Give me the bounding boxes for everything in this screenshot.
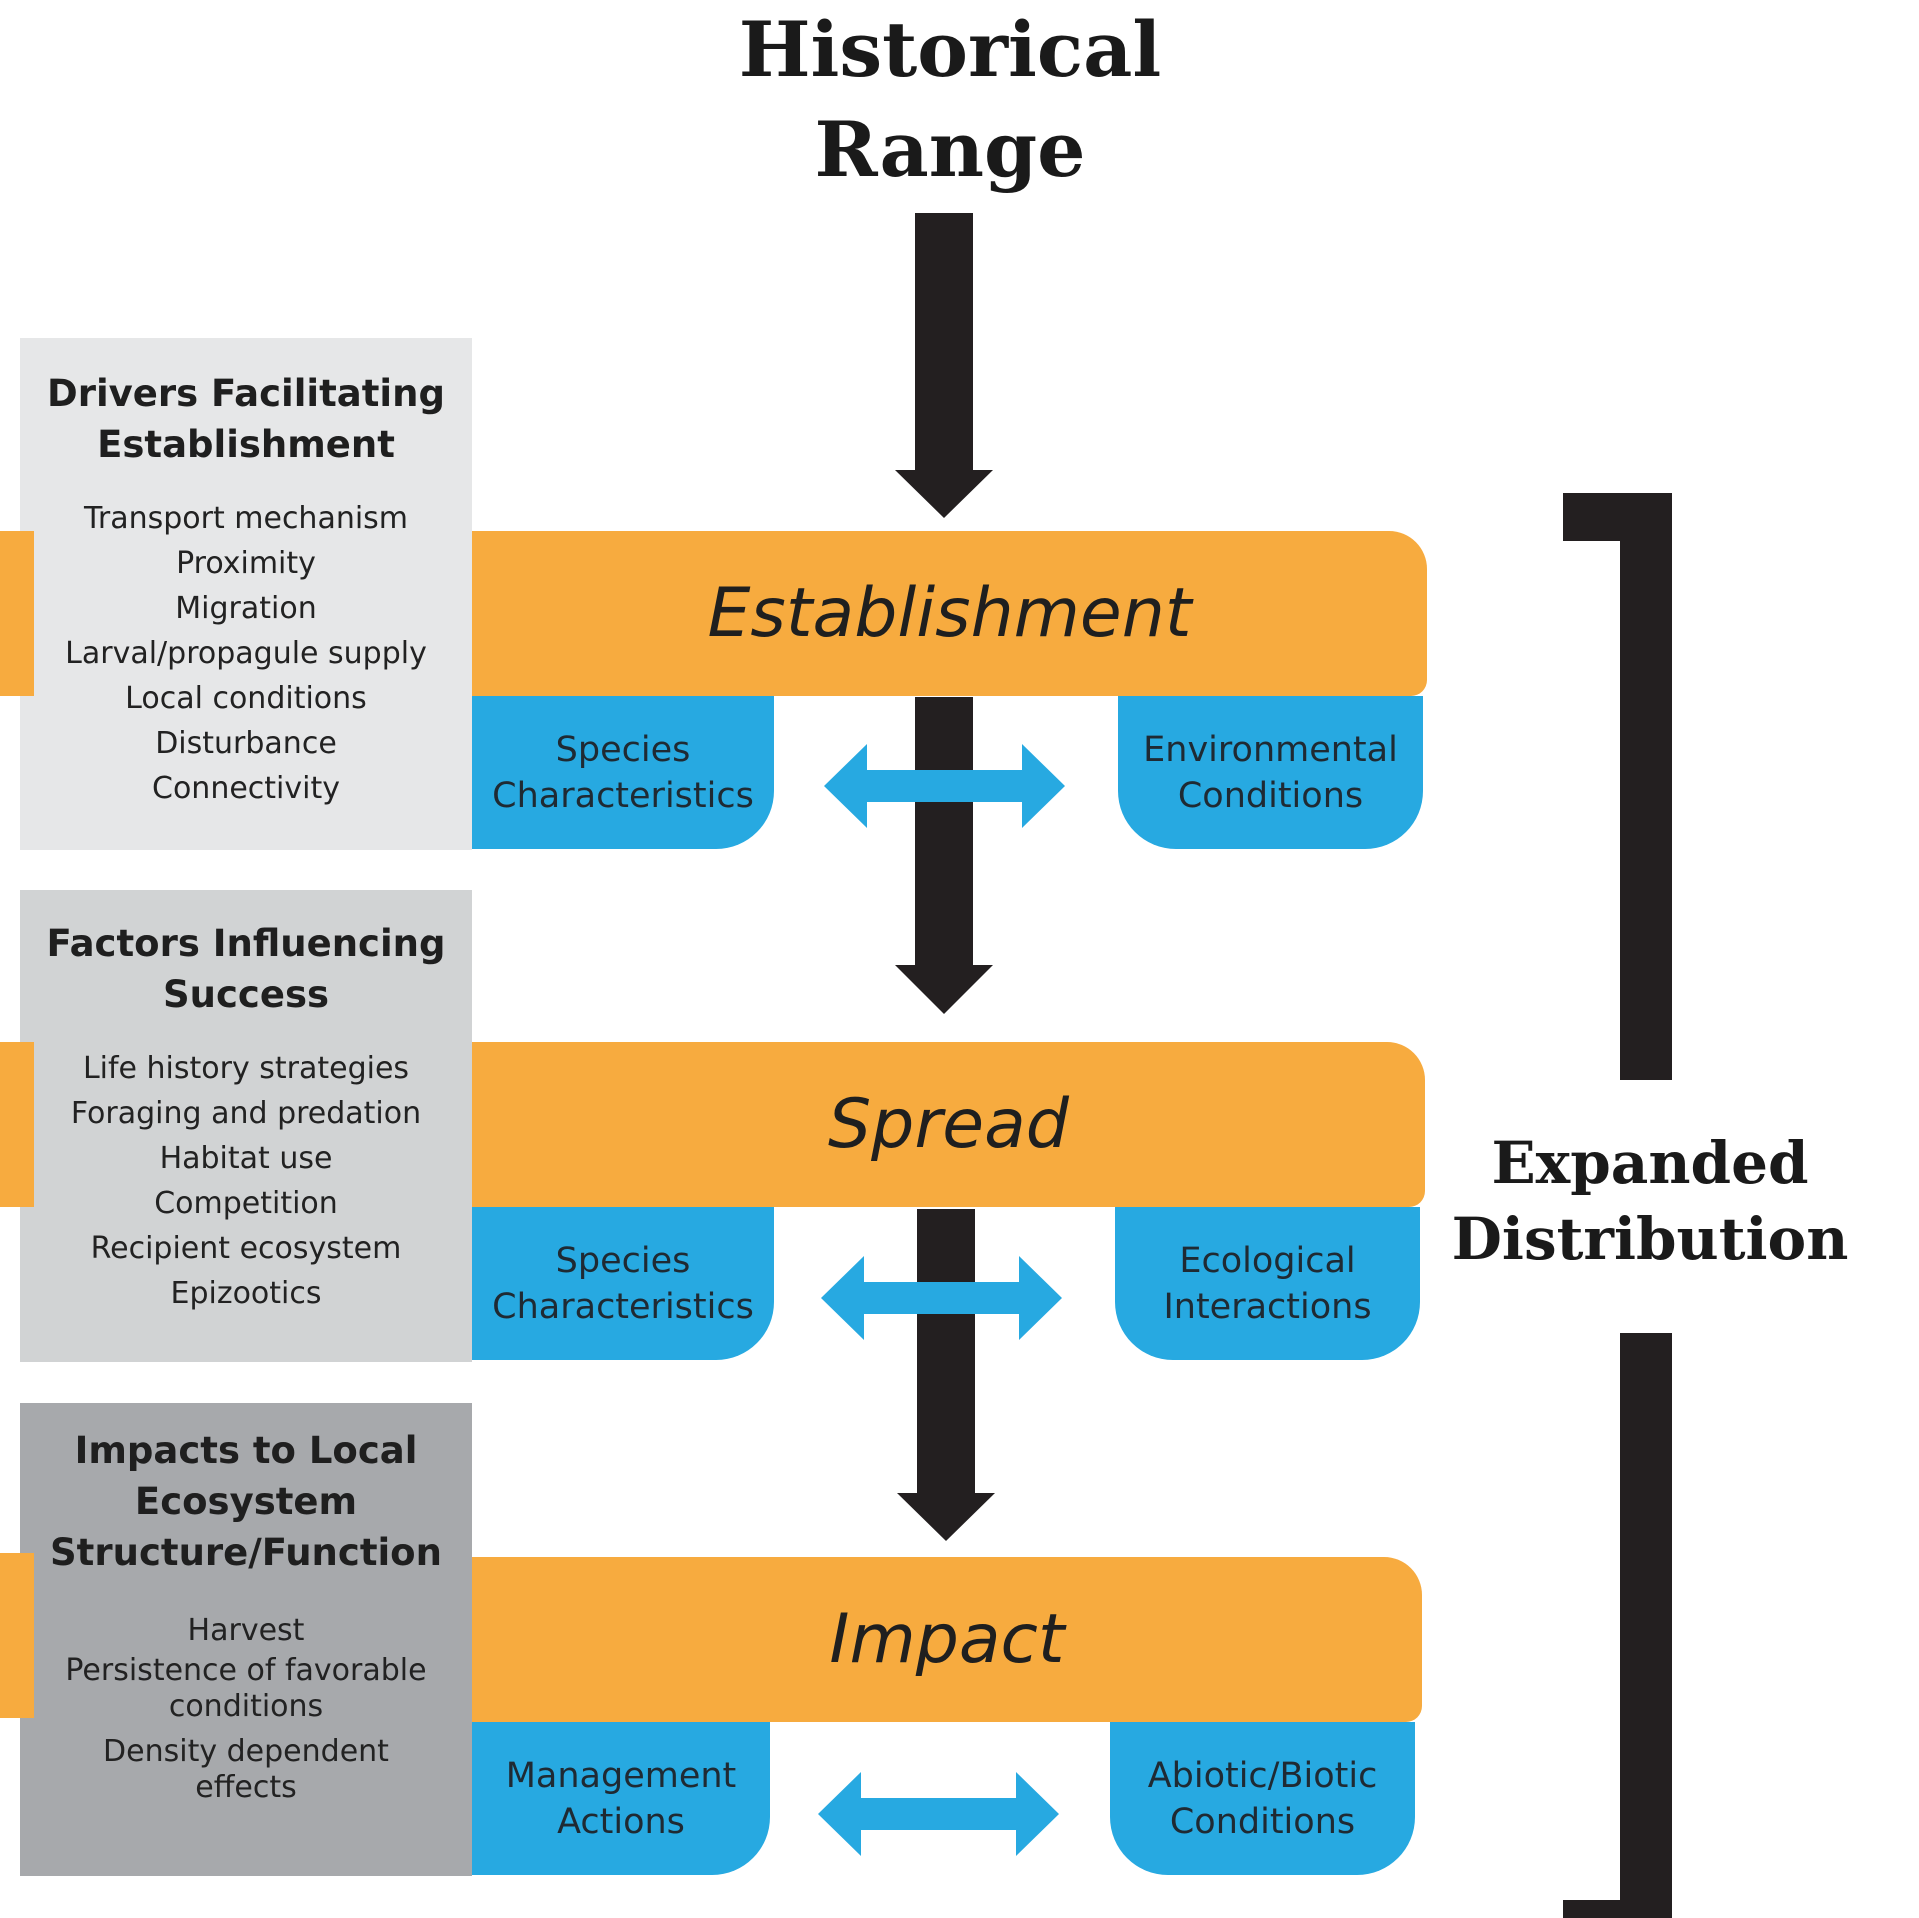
box-line: Management <box>505 1755 737 1796</box>
expanded-distribution-bracket <box>1563 493 1672 1918</box>
list-item: Migration <box>175 591 317 626</box>
impact-left-box: Management Actions <box>472 1722 770 1875</box>
double-arrow-impact <box>818 1772 1059 1856</box>
factors-title-line-1: Factors Influencing <box>46 922 446 965</box>
list-item-line: effects <box>195 1770 297 1805</box>
title-line-2: Range <box>814 105 1086 194</box>
down-arrow-establishment-to-spread <box>895 697 993 1014</box>
stage-label: Impact <box>829 1600 1065 1679</box>
spread-left-box: Species Characteristics <box>472 1207 774 1360</box>
orange-tab-establishment <box>0 531 34 696</box>
expanded-distribution-label: Expanded Distribution <box>1420 1125 1880 1277</box>
list-item: Habitat use <box>159 1141 333 1176</box>
impacts-title-line-3: Structure/Function <box>50 1531 442 1574</box>
stage-spread: Spread <box>472 1042 1425 1207</box>
list-item-line: Density dependent <box>103 1734 389 1769</box>
drivers-title-line-1: Drivers Facilitating <box>47 372 445 415</box>
orange-tab-impact <box>0 1553 34 1718</box>
list-item: Density dependent effects <box>20 1734 472 1806</box>
impacts-panel <box>20 1403 472 1876</box>
drivers-panel <box>20 338 472 850</box>
stage-establishment: Establishment <box>472 531 1427 696</box>
factors-panel-content: Factors Influencing Success Life history… <box>20 918 472 1316</box>
impacts-list: Harvest Persistence of favorable conditi… <box>20 1608 472 1806</box>
box-line: Ecological <box>1179 1240 1356 1281</box>
impacts-title-line-1: Impacts to Local <box>74 1429 418 1472</box>
down-arrow-spread-to-impact <box>897 1209 995 1541</box>
title-line-1: Historical <box>738 5 1162 94</box>
box-line: Actions <box>557 1801 685 1842</box>
box-line: Interactions <box>1163 1286 1372 1327</box>
list-item: Larval/propagule supply <box>65 636 427 671</box>
list-item: Proximity <box>176 546 316 581</box>
double-arrow-spread <box>821 1256 1062 1340</box>
stage-label: Establishment <box>707 574 1192 653</box>
list-item: Competition <box>154 1186 338 1221</box>
impact-right-box: Abiotic/Biotic Conditions <box>1110 1722 1415 1875</box>
list-item: Connectivity <box>152 771 340 806</box>
expanded-line-1: Expanded <box>1491 1129 1809 1197</box>
factors-title-line-2: Success <box>163 973 329 1016</box>
double-arrow-establishment <box>824 744 1065 828</box>
list-item: Local conditions <box>125 681 367 716</box>
drivers-list: Transport mechanism Proximity Migration … <box>20 496 472 811</box>
drivers-title-line-2: Establishment <box>97 423 395 466</box>
box-line: Characteristics <box>492 775 754 816</box>
drivers-panel-title: Drivers Facilitating Establishment <box>20 368 472 470</box>
box-line: Species <box>555 729 691 770</box>
expanded-line-2: Distribution <box>1451 1205 1849 1273</box>
impacts-panel-content: Impacts to Local Ecosystem Structure/Fun… <box>20 1425 472 1815</box>
list-item: Foraging and predation <box>70 1096 422 1131</box>
spread-right-box: Ecological Interactions <box>1115 1207 1420 1360</box>
factors-list: Life history strategies Foraging and pre… <box>20 1046 472 1316</box>
stage-impact: Impact <box>472 1557 1422 1722</box>
orange-tab-spread <box>0 1042 34 1207</box>
list-item: Disturbance <box>155 726 337 761</box>
down-arrow-historical <box>895 213 993 518</box>
box-line: Species <box>555 1240 691 1281</box>
box-line: Conditions <box>1169 1801 1356 1842</box>
list-item: Transport mechanism <box>83 501 409 536</box>
box-line: Abiotic/Biotic <box>1147 1755 1378 1796</box>
list-item: Persistence of favorable conditions <box>20 1653 472 1725</box>
list-item: Harvest <box>187 1613 305 1648</box>
list-item-line: conditions <box>168 1689 324 1724</box>
list-item: Recipient ecosystem <box>90 1231 402 1266</box>
box-line: Characteristics <box>492 1286 754 1327</box>
drivers-panel-content: Drivers Facilitating Establishment Trans… <box>20 368 472 811</box>
box-line: Environmental <box>1143 729 1398 770</box>
establishment-right-box: Environmental Conditions <box>1118 696 1423 849</box>
factors-panel <box>20 890 472 1362</box>
list-item: Life history strategies <box>82 1051 410 1086</box>
stage-label: Spread <box>828 1085 1069 1164</box>
list-item: Epizootics <box>170 1276 322 1311</box>
impacts-title-line-2: Ecosystem <box>134 1480 358 1523</box>
box-line: Conditions <box>1177 775 1364 816</box>
impacts-panel-title: Impacts to Local Ecosystem Structure/Fun… <box>20 1425 472 1578</box>
diagram-title: Historical Range <box>600 0 1300 200</box>
factors-panel-title: Factors Influencing Success <box>20 918 472 1020</box>
establishment-left-box: Species Characteristics <box>472 696 774 849</box>
list-item-line: Persistence of favorable <box>65 1653 427 1688</box>
